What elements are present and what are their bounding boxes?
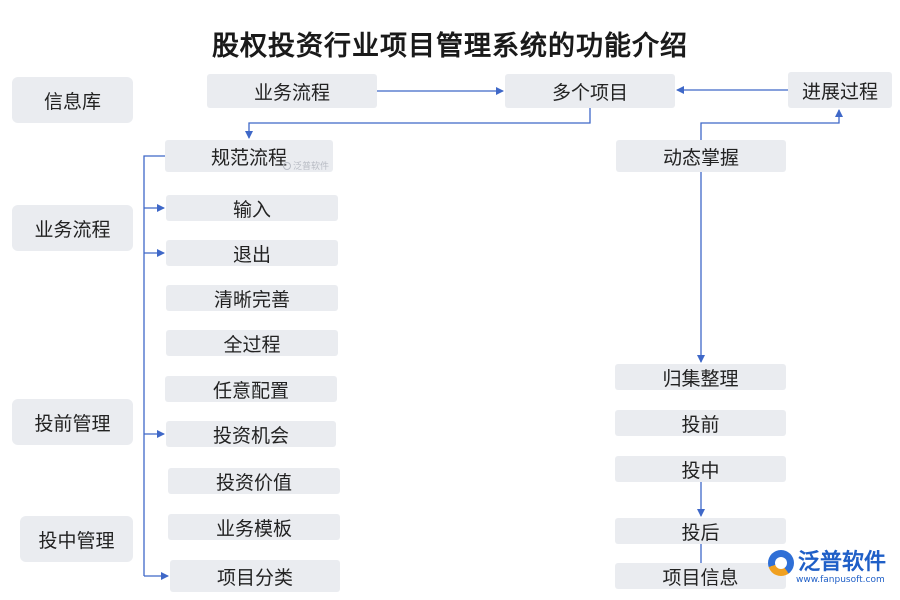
node-clear-complete: 清晰完善 bbox=[166, 285, 338, 311]
node-standard-process: 规范流程 bbox=[165, 140, 333, 172]
side-box-info-library: 信息库 bbox=[12, 77, 133, 123]
arrow-dynamic-to-progress bbox=[700, 109, 843, 140]
brand-logo: 泛普软件 bbox=[768, 550, 886, 576]
brand-logo-icon bbox=[768, 550, 794, 576]
brand-logo-text: 泛普软件 bbox=[798, 550, 887, 575]
side-box-pre-investment: 投前管理 bbox=[12, 399, 133, 445]
node-input: 输入 bbox=[166, 195, 338, 221]
node-business-process: 业务流程 bbox=[207, 74, 377, 108]
brand-logo-url: www.fanpusoft.com bbox=[796, 575, 885, 585]
node-business-template: 业务模板 bbox=[168, 514, 340, 540]
node-investment-value: 投资价值 bbox=[168, 468, 340, 494]
node-mid: 投中 bbox=[615, 456, 786, 482]
left-trunk-line bbox=[143, 155, 165, 576]
mini-watermark: 泛普软件 bbox=[283, 159, 329, 172]
node-exit: 退出 bbox=[166, 240, 338, 266]
node-multiple-projects: 多个项目 bbox=[505, 74, 675, 108]
node-any-config: 任意配置 bbox=[165, 376, 337, 402]
side-box-mid-investment: 投中管理 bbox=[20, 516, 133, 562]
diagram-title: 股权投资行业项目管理系统的功能介绍 bbox=[212, 31, 688, 62]
node-progress-process: 进展过程 bbox=[788, 72, 892, 108]
node-post: 投后 bbox=[615, 518, 786, 544]
side-box-business-process: 业务流程 bbox=[12, 205, 133, 251]
node-pre: 投前 bbox=[615, 410, 786, 436]
node-collect-organize: 归集整理 bbox=[615, 364, 786, 390]
arrow-projects-to-standard bbox=[245, 108, 591, 139]
node-dynamic-grasp: 动态掌握 bbox=[616, 140, 786, 172]
node-project-info: 项目信息 bbox=[615, 563, 786, 589]
node-project-category: 项目分类 bbox=[170, 560, 340, 592]
watermark-logo-icon bbox=[283, 161, 291, 170]
node-full-process: 全过程 bbox=[166, 330, 338, 356]
node-investment-opportunity: 投资机会 bbox=[166, 421, 336, 447]
